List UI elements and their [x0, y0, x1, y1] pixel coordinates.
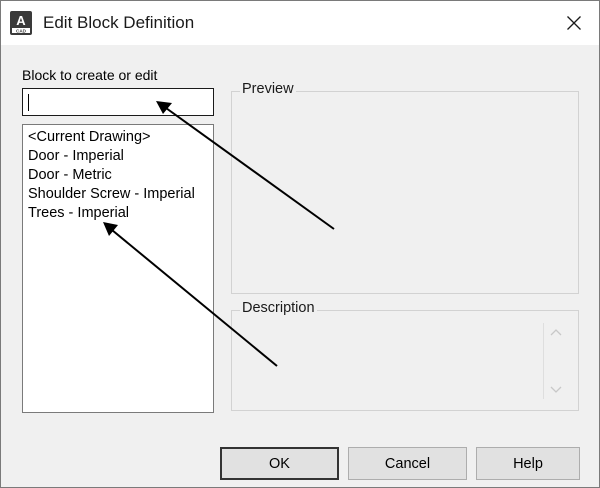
app-icon-letter: A: [16, 13, 26, 28]
help-button[interactable]: Help: [476, 447, 580, 480]
text-caret: [28, 94, 29, 111]
autocad-app-icon: A CAD: [10, 11, 32, 35]
list-item-door-metric[interactable]: Door - Metric: [28, 167, 112, 183]
chevron-up-icon: [550, 329, 562, 336]
list-item-door-imperial[interactable]: Door - Imperial: [28, 148, 124, 164]
close-button[interactable]: [549, 1, 599, 45]
scroll-down-button[interactable]: [547, 383, 565, 397]
list-item-trees-imperial[interactable]: Trees - Imperial: [28, 205, 129, 221]
close-icon: [567, 16, 581, 30]
list-item-current-drawing[interactable]: <Current Drawing>: [28, 129, 151, 145]
description-label: Description: [240, 300, 317, 316]
cancel-button[interactable]: Cancel: [348, 447, 467, 480]
title-bar: A CAD Edit Block Definition: [1, 1, 599, 45]
ok-button[interactable]: OK: [220, 447, 339, 480]
app-icon-caption: CAD: [16, 28, 27, 33]
scrollbar-divider: [543, 323, 544, 399]
scroll-up-button[interactable]: [547, 325, 565, 339]
preview-label: Preview: [240, 81, 296, 97]
chevron-down-icon: [550, 386, 562, 393]
preview-group: Preview: [231, 81, 579, 294]
block-list[interactable]: <Current Drawing> Door - Imperial Door -…: [22, 124, 214, 413]
dialog-title: Edit Block Definition: [43, 13, 195, 32]
list-item-shoulder-screw-imperial[interactable]: Shoulder Screw - Imperial: [28, 186, 195, 202]
block-to-create-label: Block to create or edit: [22, 67, 158, 83]
description-scrollbar[interactable]: [543, 323, 567, 399]
block-name-input[interactable]: [22, 88, 214, 116]
description-group: Description: [231, 300, 579, 411]
